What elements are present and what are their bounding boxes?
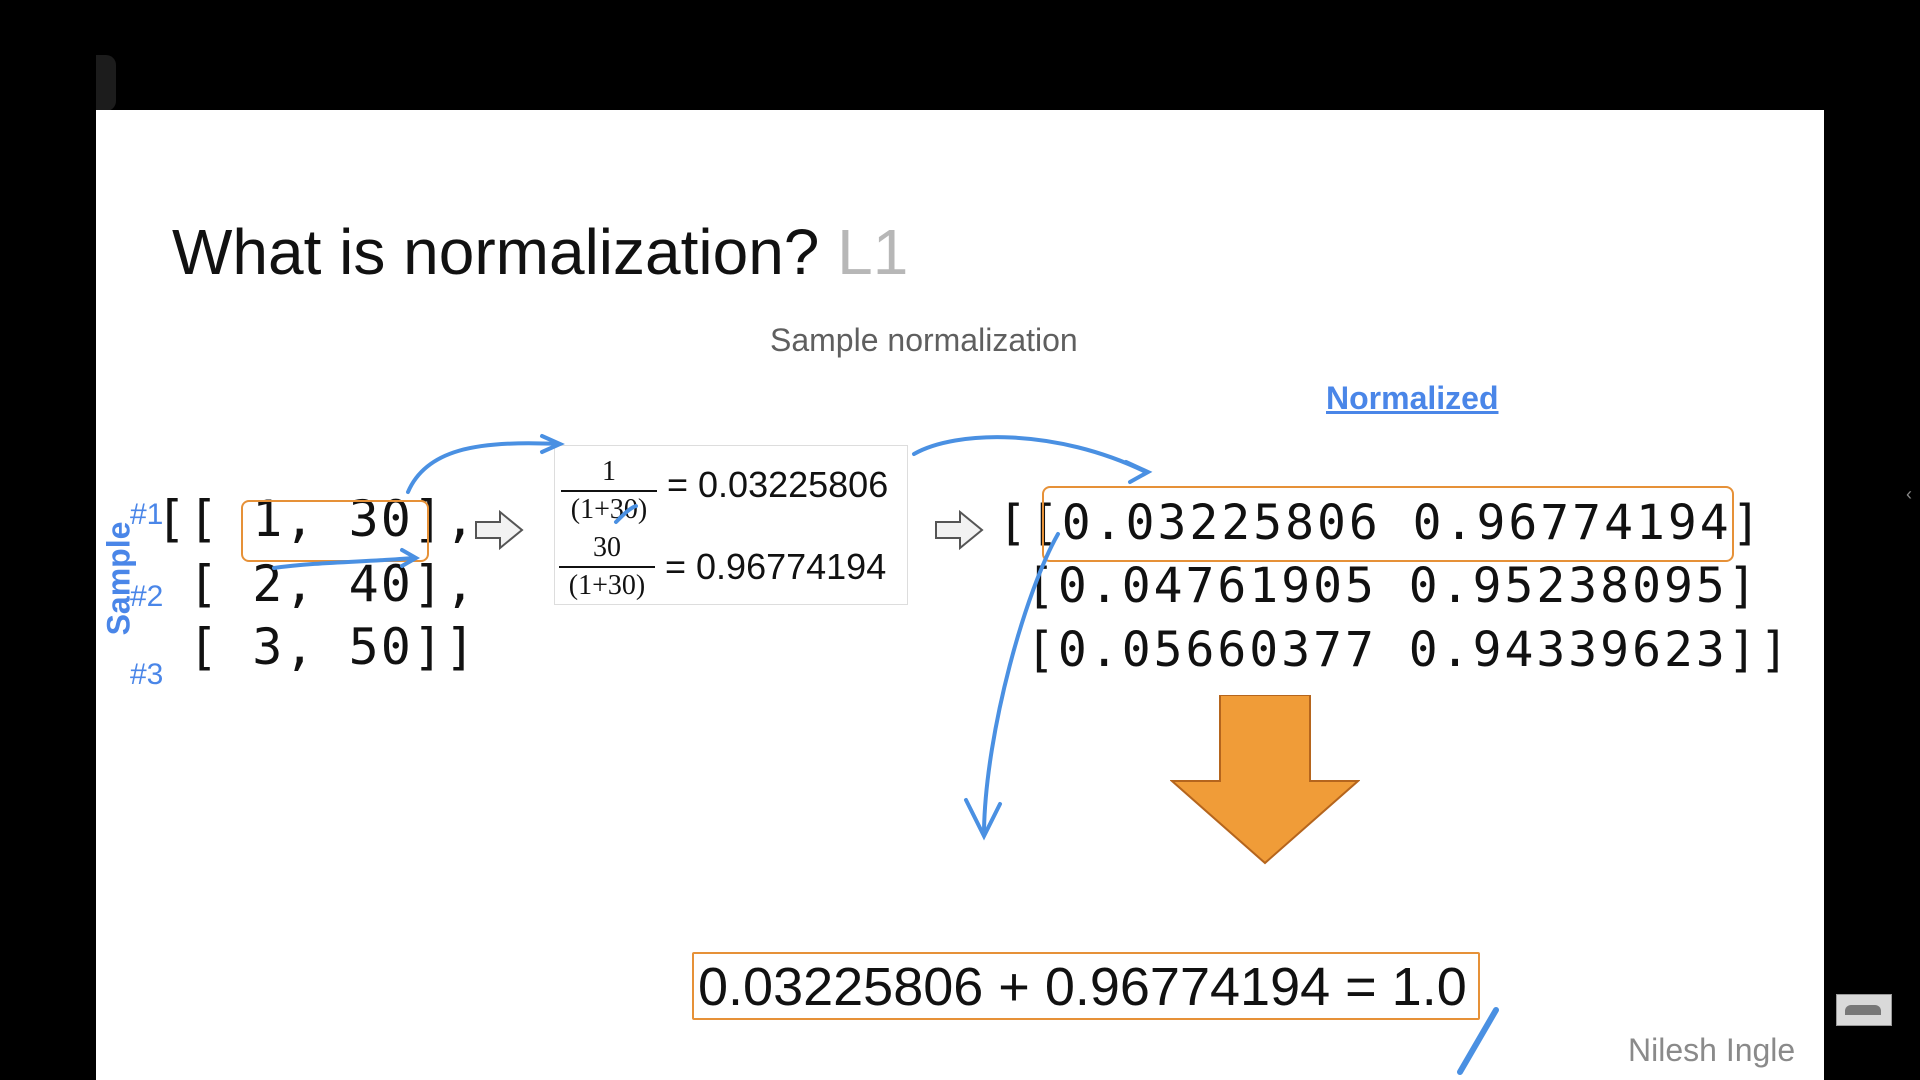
slide-title: What is normalization? L1 xyxy=(172,215,908,289)
fraction-1-result: = 0.03225806 xyxy=(667,464,889,505)
right-arrow-icon xyxy=(475,509,524,551)
sum-highlight-box xyxy=(692,952,1480,1020)
sample-tag-1: #1 xyxy=(130,498,164,531)
fraction-panel: 1 (1+30) = 0.03225806 30 (1+30) = 0.9677… xyxy=(554,445,908,605)
fraction-2: 30 (1+30) xyxy=(559,532,655,602)
fraction-2-numerator: 30 xyxy=(559,532,655,568)
output-highlight-box xyxy=(1042,486,1734,562)
output-row-3: [0.05660377 0.94339623]] xyxy=(1026,622,1792,678)
right-arrow-icon-2 xyxy=(935,509,984,551)
fraction-1-numerator: 1 xyxy=(561,456,657,492)
fraction-2-denominator: (1+30) xyxy=(568,570,646,601)
pen-annotations xyxy=(272,434,1499,1075)
output-row-1: [[0.03225806 0.96774194] xyxy=(998,495,1764,551)
window-tab-handle[interactable] xyxy=(96,55,116,111)
sample-tag-3: #3 xyxy=(130,658,164,691)
video-thumbnail[interactable] xyxy=(1836,994,1892,1026)
sum-equation: 0.03225806 + 0.96774194 = 1.0 xyxy=(698,957,1467,1017)
presentation-slide: What is normalization? L1 Sample normali… xyxy=(96,110,1824,1080)
fraction-1-denominator: (1+30) xyxy=(570,494,648,525)
input-row-1: [[ 1, 30], xyxy=(156,490,478,548)
input-row-3: [ 3, 50]] xyxy=(156,618,478,676)
thumbnail-image-icon xyxy=(1845,1005,1881,1015)
title-suffix: L1 xyxy=(837,216,909,288)
fraction-2-result: = 0.96774194 xyxy=(665,546,887,587)
normalized-link[interactable]: Normalized xyxy=(1326,380,1499,416)
sample-tag-2: #2 xyxy=(130,580,164,613)
down-arrow-icon xyxy=(1170,695,1360,865)
output-row-2: [0.04761905 0.95238095] xyxy=(1026,558,1760,614)
input-row-2: [ 2, 40], xyxy=(156,555,478,613)
chevron-left-icon[interactable]: ‹ xyxy=(1906,484,1912,504)
author-name: Nilesh Ingle xyxy=(1628,1032,1796,1068)
fraction-1: 1 (1+30) xyxy=(561,456,657,526)
slide-subtitle: Sample normalization xyxy=(770,322,1078,358)
title-main: What is normalization? xyxy=(172,216,820,288)
